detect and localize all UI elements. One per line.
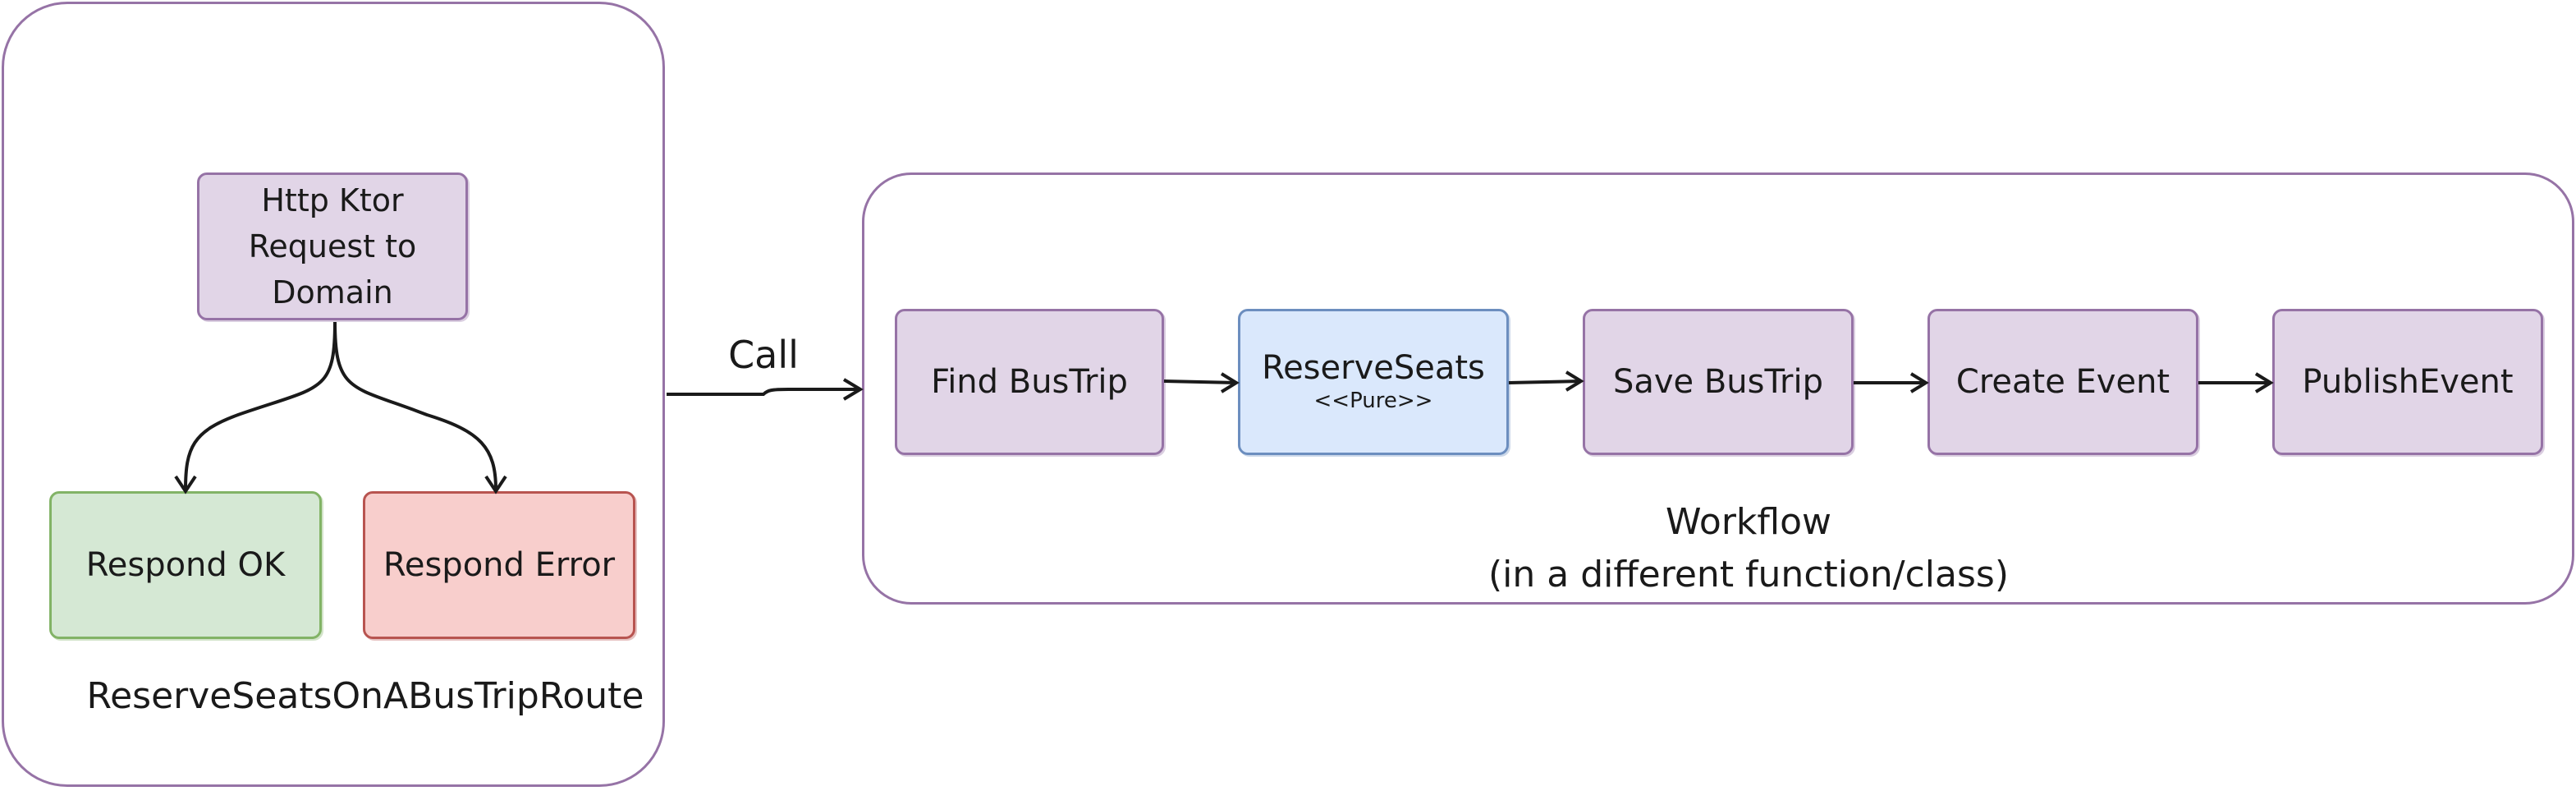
call-label: Call <box>728 333 799 377</box>
workflow-step-create-event[interactable]: Create Event <box>1927 309 2198 455</box>
arrowhead-ok <box>174 475 197 494</box>
workflow-step-find-bustrip[interactable]: Find BusTrip <box>895 309 1164 455</box>
edge-request-to-error <box>333 321 497 490</box>
respond-ok-node[interactable]: Respond OK <box>49 491 322 639</box>
find-bustrip-label: Find BusTrip <box>931 363 1128 401</box>
arrowhead-step-5 <box>2254 372 2274 393</box>
reserveseats-stereotype: <<Pure>> <box>1313 389 1433 414</box>
arrowhead-step-3 <box>1565 370 1584 392</box>
reserveseats-label: ReserveSeats <box>1262 349 1485 388</box>
workflow-caption-line-1: Workflow <box>1665 501 1832 543</box>
route-caption: ReserveSeatsOnABusTripRoute <box>86 675 644 717</box>
respond-ok-label: Respond OK <box>85 546 286 584</box>
edge-call <box>667 388 860 396</box>
edge-step-2-3 <box>1508 379 1582 384</box>
route-container <box>2 2 665 787</box>
http-request-line-3: Domain <box>272 274 393 310</box>
respond-error-node[interactable]: Respond Error <box>363 491 635 639</box>
workflow-container <box>862 172 2574 605</box>
arrowhead-call <box>842 378 864 401</box>
workflow-step-reserveseats[interactable]: ReserveSeats <<Pure>> <box>1238 309 1509 455</box>
arrowhead-error <box>484 475 507 494</box>
http-request-line-1: Http Ktor <box>261 182 404 218</box>
http-request-node[interactable]: Http Ktor Request to Domain <box>197 172 468 320</box>
arrowhead-step-2 <box>1220 372 1240 393</box>
save-bustrip-label: Save BusTrip <box>1612 363 1824 401</box>
edge-request-to-ok <box>184 321 337 490</box>
arrowhead-step-4 <box>1909 372 1929 393</box>
publish-event-label: PublishEvent <box>2302 363 2514 401</box>
workflow-step-save-bustrip[interactable]: Save BusTrip <box>1583 309 1854 455</box>
create-event-label: Create Event <box>1955 363 2170 401</box>
edge-step-1-2 <box>1163 379 1237 384</box>
respond-error-label: Respond Error <box>383 546 616 584</box>
workflow-step-publish-event[interactable]: PublishEvent <box>2272 309 2543 455</box>
http-request-line-2: Request to <box>248 228 417 264</box>
workflow-caption-line-2: (in a different function/class) <box>1487 554 2010 596</box>
